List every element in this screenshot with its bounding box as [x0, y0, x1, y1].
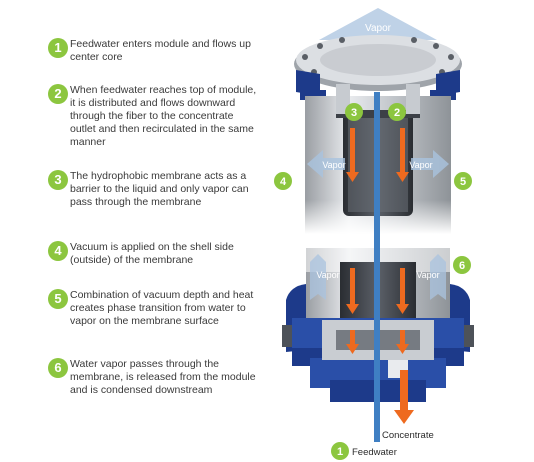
svg-text:5: 5	[460, 176, 466, 188]
diagram-badge-6: 6	[453, 256, 471, 274]
step-badge: 5	[48, 289, 68, 309]
step-text: When feedwater reaches top of module, it…	[70, 84, 257, 148]
step-text: Water vapor passes through the membrane,…	[70, 358, 256, 396]
flow-arrows	[346, 128, 414, 424]
svg-text:6: 6	[459, 260, 465, 272]
label-vapor-lower-right: Vapor	[416, 270, 439, 280]
svg-text:3: 3	[351, 107, 357, 119]
step-2: 2 When feedwater reaches top of module, …	[48, 84, 260, 149]
top-flange	[294, 35, 462, 100]
step-3: 3 The hydrophobic membrane acts as a bar…	[48, 170, 260, 209]
step-badge: 4	[48, 241, 68, 261]
label-vapor-upper-right: Vapor	[409, 160, 432, 170]
vapor-arrows-lower	[310, 254, 446, 300]
step-text: Combination of vacuum depth and heat cre…	[70, 289, 254, 327]
svg-text:1: 1	[337, 446, 343, 458]
label-concentrate: Concentrate	[382, 430, 434, 441]
diagram-badge-1: 1	[331, 442, 349, 460]
label-vapor-top: Vapor	[365, 23, 392, 34]
label-vapor-lower-left: Vapor	[316, 270, 339, 280]
vapor-arrows-upper	[307, 150, 449, 178]
label-vapor-upper-left: Vapor	[322, 160, 345, 170]
step-badge: 3	[48, 170, 68, 190]
diagram-badge-3: 3	[345, 103, 363, 121]
step-badge: 1	[48, 38, 68, 58]
svg-text:2: 2	[394, 107, 400, 119]
diagram-badge-2: 2	[388, 103, 406, 121]
step-5: 5 Combination of vacuum depth and heat c…	[48, 289, 260, 328]
feedwater-core	[374, 92, 380, 442]
step-badge: 6	[48, 358, 68, 378]
svg-text:4: 4	[280, 176, 287, 188]
step-badge: 2	[48, 84, 68, 104]
steps-list: 1 Feedwater enters module and flows up c…	[0, 0, 260, 462]
step-text: Feedwater enters module and flows up cen…	[70, 38, 251, 63]
diagram-badge-5: 5	[454, 172, 472, 190]
label-feedwater: Feedwater	[352, 447, 397, 458]
diagram-badge-4: 4	[274, 172, 292, 190]
step-text: Vacuum is applied on the shell side (out…	[70, 241, 234, 266]
step-1: 1 Feedwater enters module and flows up c…	[48, 38, 260, 64]
step-4: 4 Vacuum is applied on the shell side (o…	[48, 241, 260, 267]
step-text: The hydrophobic membrane acts as a barri…	[70, 170, 249, 208]
step-6: 6 Water vapor passes through the membran…	[48, 358, 260, 397]
